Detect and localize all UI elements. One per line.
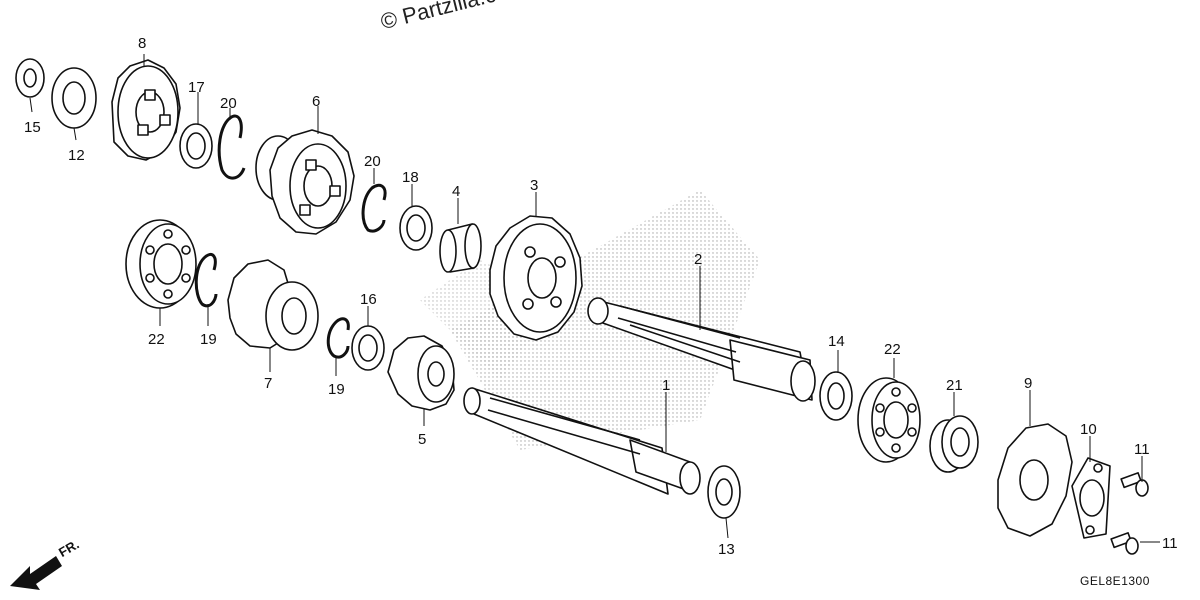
part-4-bushing[interactable] [439,223,482,273]
part-19-circlip-2[interactable] [326,317,350,359]
label-part-20-b[interactable]: 20 [364,153,381,170]
label-part-1[interactable]: 1 [662,377,671,394]
label-part-8[interactable]: 8 [138,35,147,52]
part-17-splined-washer[interactable] [179,123,213,169]
part-16-splined-washer[interactable] [351,325,385,371]
part-2-countershaft[interactable] [587,297,816,402]
label-part-14[interactable]: 14 [828,333,845,350]
part-11-bolt-2[interactable] [1110,532,1139,555]
label-part-9[interactable]: 9 [1024,375,1033,392]
label-part-19[interactable]: 19 [200,331,217,348]
label-part-17[interactable]: 17 [188,79,205,96]
part-14-washer[interactable] [819,371,853,421]
part-5-gear[interactable] [387,335,455,411]
part-7-gear[interactable] [227,259,319,351]
label-part-5[interactable]: 5 [418,431,427,448]
part-22-bearing[interactable] [125,219,197,309]
part-6-gear[interactable] [255,129,355,235]
label-part-21[interactable]: 21 [946,377,963,394]
front-arrow-icon [10,556,62,590]
label-part-2[interactable]: 2 [694,251,703,268]
label-part-19-b[interactable]: 19 [328,381,345,398]
label-part-11-b[interactable]: 11 [1162,535,1178,552]
part-12-washer[interactable] [51,67,97,129]
part-3-gear[interactable] [489,215,583,341]
label-part-22[interactable]: 22 [148,331,165,348]
part-13-washer[interactable] [707,465,741,519]
label-part-7[interactable]: 7 [264,375,273,392]
label-part-22-b[interactable]: 22 [884,341,901,358]
diagram-code: GEL8E1300 [1080,574,1150,588]
label-part-18[interactable]: 18 [402,169,419,186]
part-21-oil-seal[interactable] [929,415,979,473]
label-part-16[interactable]: 16 [360,291,377,308]
label-part-11[interactable]: 11 [1134,441,1150,458]
label-part-12[interactable]: 12 [68,147,85,164]
part-8-gear[interactable] [111,59,181,161]
leader-lines [29,54,1160,543]
label-part-20[interactable]: 20 [220,95,237,112]
part-20-circlip[interactable] [217,114,246,180]
label-part-4[interactable]: 4 [452,183,461,200]
part-22-bearing-2[interactable] [857,377,921,463]
part-20-circlip-2[interactable] [361,183,387,233]
label-part-15[interactable]: 15 [24,119,41,136]
part-19-circlip[interactable] [194,253,218,308]
part-11-bolt[interactable] [1120,472,1149,497]
label-part-13[interactable]: 13 [718,541,735,558]
part-15-washer[interactable] [15,58,45,98]
label-part-10[interactable]: 10 [1080,421,1097,438]
part-10-fixing-plate[interactable] [1071,457,1111,539]
label-part-3[interactable]: 3 [530,177,539,194]
part-9-sprocket[interactable] [997,423,1073,537]
part-18-splined-washer[interactable] [399,205,433,251]
part-1-mainshaft[interactable] [463,387,701,495]
label-part-6[interactable]: 6 [312,93,321,110]
